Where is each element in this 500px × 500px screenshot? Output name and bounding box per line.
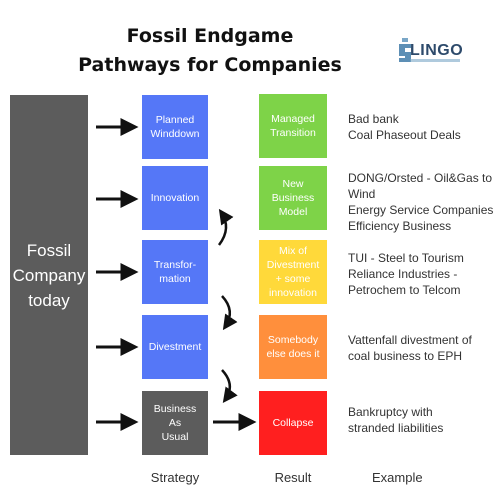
strategy-label: Divestment (148, 341, 202, 353)
logo-tagline-bar (410, 59, 460, 62)
strategy-business-as-usual: Business As Usual (142, 391, 208, 455)
strategy-divestment: Divestment (142, 315, 208, 379)
result-somebody-else: Somebody else does it (259, 315, 327, 379)
lingo-logo: LINGO (396, 36, 466, 64)
result-managed-transition: Managed Transition (259, 94, 327, 158)
result-label: New Business Model (271, 178, 315, 218)
result-collapse: Collapse (259, 391, 327, 455)
fossil-company-block: Fossil Company today (10, 95, 88, 455)
result-label: Managed Transition (270, 113, 316, 139)
example-business-as-usual: Bankruptcy with stranded liabilities (348, 405, 444, 435)
strategy-innovation: Innovation (142, 166, 208, 230)
fossil-company-label: Fossil Company today (12, 240, 86, 310)
curved-arrow-transformation-to-divestment (221, 295, 238, 331)
example-transformation: TUI - Steel to Tourism Reliance Industri… (348, 251, 464, 297)
strategy-transformation: Transfor- mation (142, 240, 208, 304)
strategy-planned-winddown: Planned Winddown (142, 95, 208, 159)
result-label: Collapse (272, 417, 314, 429)
result-label: Mix of Divestment + some innovation (266, 245, 320, 299)
title-line-2: Pathways for Companies (78, 54, 342, 76)
curved-arrow-transformation-to-innovation (217, 208, 234, 246)
logo-wordmark: LINGO (410, 42, 464, 59)
result-label: Somebody else does it (266, 334, 320, 360)
result-mix-divestment-innovation: Mix of Divestment + some innovation (259, 240, 327, 304)
curved-arrow-divestment-to-bau (221, 369, 238, 404)
result-new-business-model: New Business Model (259, 166, 327, 230)
column-label-example: Example (372, 470, 423, 485)
title-line-1: Fossil Endgame (126, 25, 294, 47)
example-innovation: DONG/Orsted - Oil&Gas to Wind Energy Ser… (348, 171, 494, 233)
column-label-result: Result (274, 470, 312, 485)
example-planned-winddown: Bad bank Coal Phaseout Deals (348, 112, 461, 142)
strategy-label: Planned Winddown (150, 114, 200, 140)
strategy-label: Innovation (150, 192, 200, 204)
strategy-label: Transfor- mation (153, 259, 197, 285)
column-label-strategy: Strategy (150, 470, 200, 485)
diagram-title: Fossil Endgame Pathways for Companies (40, 22, 380, 80)
lingo-logo-icon (399, 38, 411, 62)
strategy-label: Business As Usual (153, 403, 197, 443)
example-divestment: Vattenfall divestment of coal business t… (348, 333, 472, 363)
